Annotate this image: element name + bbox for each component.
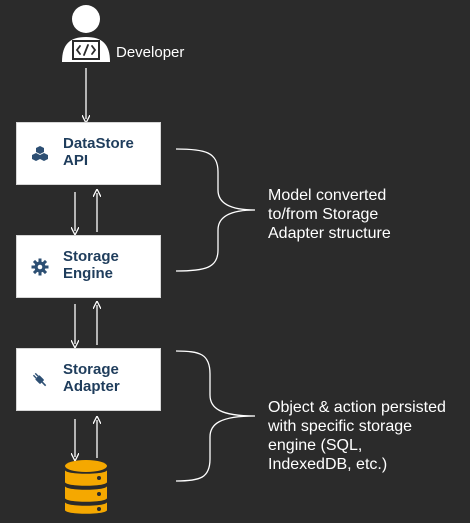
cubes-icon bbox=[32, 146, 48, 161]
note-persistence: Object & action persisted with specific … bbox=[268, 399, 446, 473]
storage-engine-box: Storage Engine bbox=[16, 235, 161, 298]
plug-icon bbox=[32, 372, 47, 387]
datastore-api-box: DataStore API bbox=[16, 122, 161, 185]
gear-icon bbox=[31, 258, 49, 276]
developer-icon bbox=[62, 5, 110, 62]
storage-adapter-box: Storage Adapter bbox=[16, 348, 161, 411]
developer-label: Developer bbox=[116, 44, 185, 61]
brace-top bbox=[175, 148, 256, 272]
note-model-conversion: Model converted to/from Storage Adapter … bbox=[268, 187, 391, 242]
storage-engine-label: Storage Engine bbox=[63, 248, 119, 282]
datastore-api-label: DataStore API bbox=[63, 135, 134, 169]
storage-adapter-label: Storage Adapter bbox=[63, 361, 120, 395]
brace-bottom bbox=[175, 350, 256, 482]
database-icon bbox=[65, 460, 107, 514]
